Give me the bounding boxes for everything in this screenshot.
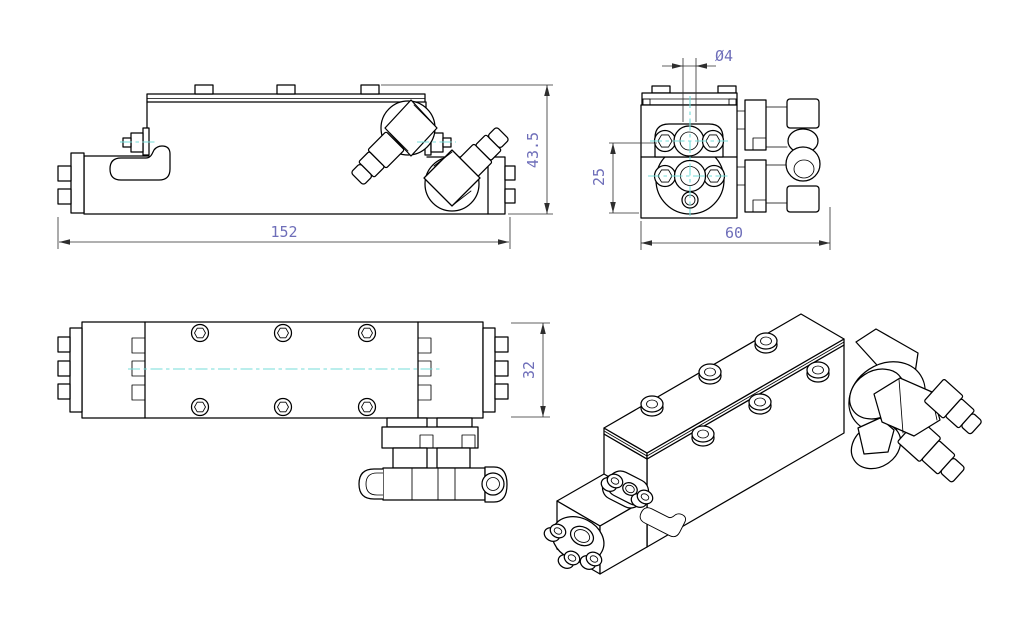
dim-text-60: 60 (725, 224, 743, 242)
iso-fitting-cluster (848, 328, 982, 483)
body-outline (57, 101, 516, 215)
dim-text-152: 152 (270, 223, 297, 241)
dimension-plan-depth: 32 (511, 322, 550, 418)
dimension-hole-diameter: Ø4 (662, 47, 733, 122)
front-view: 152 43.5 (57, 84, 553, 249)
dimension-front-height: 43.5 (381, 84, 553, 215)
dimension-front-length: 152 (57, 217, 511, 249)
plan-right-connector (482, 327, 509, 413)
isometric-view (543, 313, 982, 575)
iso-upper-pad (600, 470, 654, 509)
upper-flange-holes (653, 125, 725, 157)
iso-hose-barb-upper (924, 379, 982, 435)
dim-text-43-5: 43.5 (524, 132, 542, 168)
plan-bottom-fittings (358, 417, 508, 503)
upper-angled-fitting (351, 99, 438, 185)
end-fittings-projection (736, 98, 821, 213)
dim-text-dia4: Ø4 (715, 47, 733, 65)
dim-text-32: 32 (520, 361, 538, 379)
plan-left-connector (57, 327, 83, 413)
iso-top-face (603, 313, 845, 454)
top-plate (146, 84, 426, 103)
iso-hook-slot (639, 507, 687, 538)
iso-cap-screws (640, 332, 830, 447)
dimension-end-width: 60 (640, 207, 831, 250)
plan-screws (190, 323, 377, 417)
dimension-hole-offset: 25 (590, 142, 657, 214)
iso-nut (873, 377, 941, 437)
hook-slot (109, 145, 171, 181)
end-view: Ø4 25 60 (590, 47, 831, 250)
dim-text-25: 25 (590, 168, 608, 186)
lower-angled-fitting (423, 127, 509, 212)
plan-view: 32 (57, 321, 550, 503)
iso-flange-studs (543, 523, 603, 570)
